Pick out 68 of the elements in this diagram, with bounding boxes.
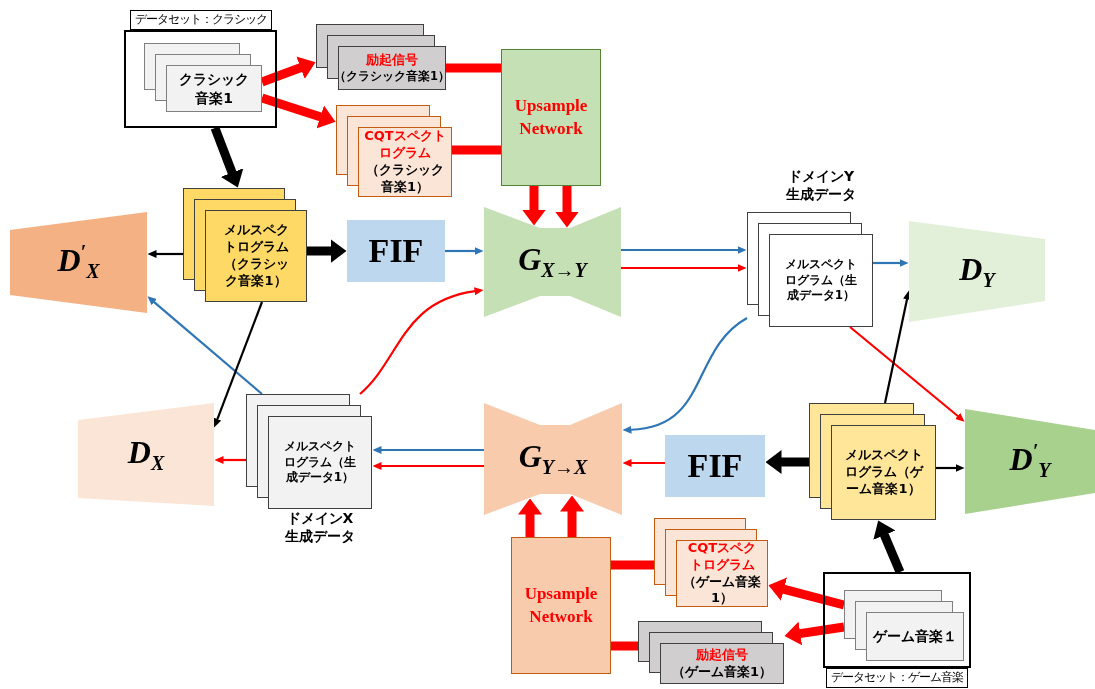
arrow (621, 264, 747, 272)
arrow (555, 186, 579, 228)
math-label: G$_{Y→X}$ (518, 438, 588, 480)
card-text: CQTスペクトログラム (686, 539, 758, 574)
connector-bar (452, 145, 501, 155)
arrow (210, 126, 244, 188)
tab-label: データセット：ゲーム音楽 (826, 668, 968, 688)
card-text: 励起信号 (366, 52, 418, 69)
discriminator-block (965, 409, 1095, 514)
card-text: ゲーム音楽１ (873, 627, 957, 646)
card-text: クラシック音楽1 (178, 70, 250, 107)
arrow (260, 93, 336, 129)
arrow (307, 239, 347, 263)
arrow (936, 464, 965, 472)
arrow (765, 450, 809, 474)
card-text: （クラシック音楽1） (334, 68, 450, 84)
math-label: G$_{X→Y}$ (518, 241, 587, 283)
card-text: 励起信号 (696, 646, 748, 664)
card-text: （クラシック音楽1） (365, 162, 445, 196)
arrow (622, 459, 665, 467)
card-text: メルスペクトログラム（生成データ1） (283, 439, 357, 486)
fif-box (665, 435, 765, 497)
arrow (621, 246, 747, 254)
arrow (873, 259, 909, 267)
arrow (784, 621, 845, 646)
fif-box (347, 220, 445, 282)
discriminator-block (10, 212, 147, 313)
arrow (147, 250, 183, 258)
arrow (883, 290, 911, 404)
arrow (359, 287, 484, 395)
card-text: CQTスペクトログラム (364, 128, 446, 162)
card-text: メルスペクトログラム（生成データ1） (784, 257, 858, 304)
arrow (214, 456, 246, 464)
card-text: （ゲーム音楽1） (682, 573, 762, 608)
card-text: （ゲーム音楽1） (671, 663, 772, 681)
arrow (372, 446, 484, 454)
arrow (213, 301, 264, 428)
connector-bar (611, 641, 638, 651)
generator-block (484, 207, 621, 317)
arrow (147, 296, 263, 395)
arrow (849, 326, 965, 422)
network-box (501, 49, 601, 186)
caption-text: ドメインY生成データ (785, 168, 857, 203)
box-label: FIF (367, 230, 425, 271)
arrow (560, 495, 584, 537)
math-label: D$_{X}$ (127, 433, 165, 476)
caption-text: ドメインX生成データ (284, 510, 356, 545)
box-label: Upsample Network (513, 95, 589, 140)
math-label: D$_{Y}$ (959, 250, 995, 293)
arrow (518, 498, 542, 537)
arrow (445, 247, 484, 255)
tab-label: データセット：クラシック (129, 10, 272, 30)
generator-block (484, 403, 622, 515)
discriminator-block (78, 403, 214, 506)
connector-bar (611, 560, 654, 570)
connector-bar (446, 63, 501, 73)
discriminator-block (909, 221, 1045, 322)
arrow (372, 462, 484, 470)
arrow (522, 186, 546, 226)
arrow (622, 317, 748, 434)
arrow (260, 56, 316, 87)
card-text: メルスペクトログラム（ゲーム音楽1） (843, 447, 925, 498)
network-box (511, 537, 611, 674)
arrow (768, 577, 846, 610)
card-text: メルスペクトログラム（クラシック音楽1） (222, 222, 290, 290)
box-label: FIF (686, 445, 744, 486)
arrow (873, 520, 905, 574)
box-label: Upsample Network (523, 583, 599, 628)
